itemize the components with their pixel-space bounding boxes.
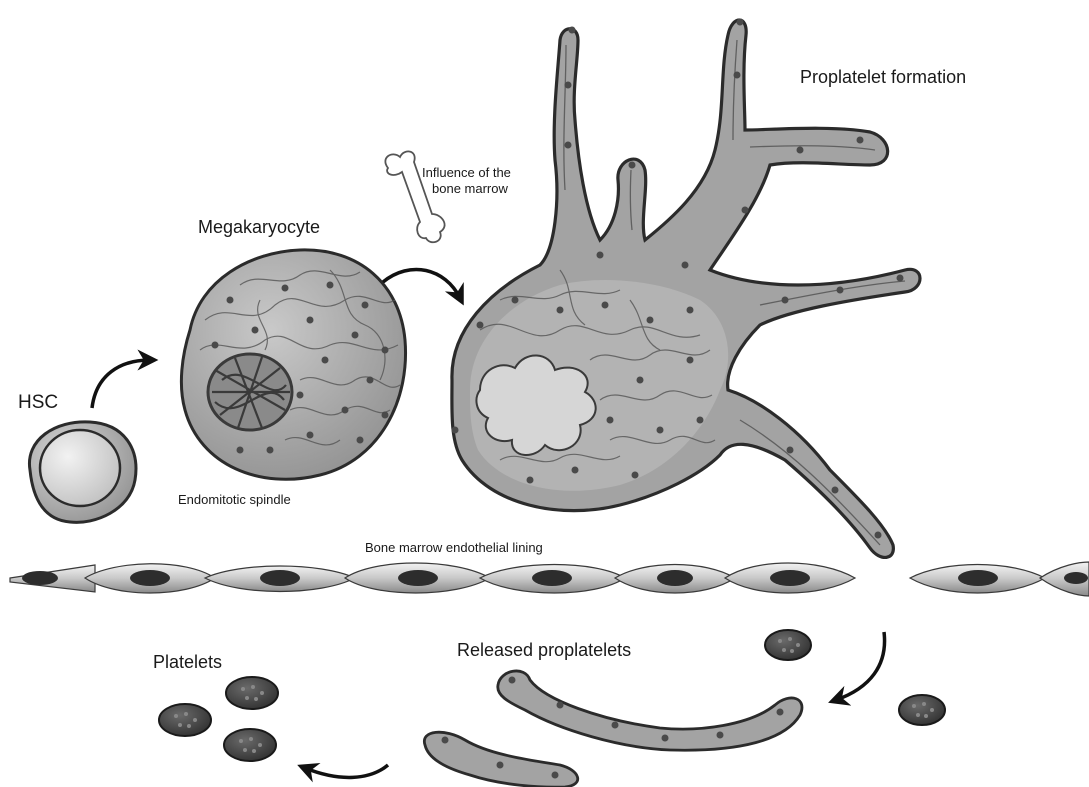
endothelial-lining (10, 562, 1089, 596)
proplatelet-megakaryocyte (452, 19, 921, 558)
released-proplatelets (424, 671, 802, 787)
megakaryocyte-label: Megakaryocyte (198, 217, 320, 238)
bone-marrow-influence-label-line2: bone marrow (432, 182, 508, 197)
megakaryocyte-cell (181, 250, 405, 479)
arrow-hsc-to-megakaryocyte-icon (92, 360, 150, 408)
proplatelet-formation-label: Proplatelet formation (800, 67, 966, 88)
released-proplatelets-label: Released proplatelets (457, 640, 631, 661)
endomitotic-spindle (208, 354, 292, 430)
platelet (899, 695, 945, 725)
bone-marrow-influence-label-line1: Influence of the (422, 166, 511, 181)
arrow-to-platelets-icon (305, 765, 388, 777)
endomitotic-spindle-label: Endomitotic spindle (178, 493, 291, 508)
platelet (159, 704, 211, 736)
platelet (224, 729, 276, 761)
hsc-cell (29, 422, 135, 523)
platelets-label: Platelets (153, 652, 222, 673)
platelet (226, 677, 278, 709)
hsc-label: HSC (18, 392, 58, 414)
arrow-release-icon (836, 632, 885, 700)
platelet (765, 630, 811, 660)
arrow-megakaryocyte-to-proplatelet-icon (383, 269, 460, 298)
platelets-group (159, 677, 278, 761)
endothelial-lining-label: Bone marrow endothelial lining (365, 541, 543, 556)
